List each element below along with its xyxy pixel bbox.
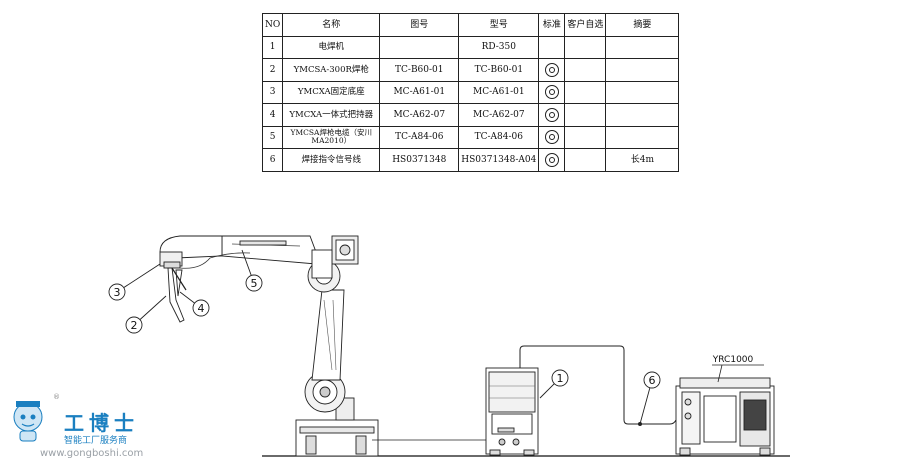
callout-balloon — [192, 299, 210, 317]
callout-balloon — [245, 274, 263, 292]
robot-controller — [675, 377, 775, 456]
cell-drawing: TC-A84-06 — [379, 125, 460, 149]
cell-note: 长4m — [605, 148, 680, 172]
controller-label: YRC1000 — [712, 355, 754, 365]
welding-torch — [167, 267, 187, 323]
torch-cable — [179, 252, 251, 269]
cell-model: TC-A84-06 — [458, 125, 540, 149]
callout-number: 4 — [198, 302, 205, 315]
callout-leader — [116, 263, 161, 293]
robot-upper-arm — [221, 235, 317, 265]
logo-title: 工博士 — [64, 411, 139, 435]
standard-mark-icon — [544, 107, 559, 122]
callout-number: 6 — [649, 374, 656, 387]
callout-number: 2 — [131, 319, 138, 332]
table-header-row: NO 名称 图号 型号 标准 客户自选 摘要 — [261, 13, 680, 37]
callouts: 1 2 3 4 5 6 — [108, 249, 661, 425]
standard-mark-icon — [544, 85, 559, 100]
callout-number: 5 — [251, 277, 258, 290]
cell-model: HS0371348-A04 — [458, 148, 540, 172]
callout-number: 3 — [114, 286, 121, 299]
registered-mark: ® — [53, 393, 60, 401]
standard-mark-icon — [544, 130, 559, 145]
cell-no: 2 — [261, 58, 284, 82]
logo-subtitle: 智能工厂服务商 — [64, 436, 128, 446]
cell-custom — [564, 125, 607, 149]
watermark-logo: ® 工博士 智能工厂服务商 www.gongboshi.com — [6, 393, 166, 467]
cell-custom — [564, 148, 607, 172]
callout-balloon — [125, 316, 143, 334]
signal-cable-6 — [519, 345, 677, 425]
standard-mark-icon — [544, 152, 559, 167]
welding-power-source — [485, 367, 539, 456]
callout-balloon — [108, 283, 126, 301]
robot-arm — [159, 235, 379, 457]
cell-standard — [538, 148, 566, 172]
logo-url: www.gongboshi.com — [40, 448, 144, 459]
cell-no: 5 — [261, 125, 284, 149]
mascot-icon — [13, 401, 43, 442]
callout-balloon — [643, 371, 661, 389]
callout-balloon — [551, 369, 569, 387]
cell-note — [605, 125, 680, 149]
cell-no: 6 — [261, 148, 284, 172]
cell-name: YMCSA焊枪电缆（安川MA2010） — [282, 125, 381, 149]
standard-mark-icon — [544, 62, 559, 77]
callout-number: 1 — [557, 372, 564, 385]
